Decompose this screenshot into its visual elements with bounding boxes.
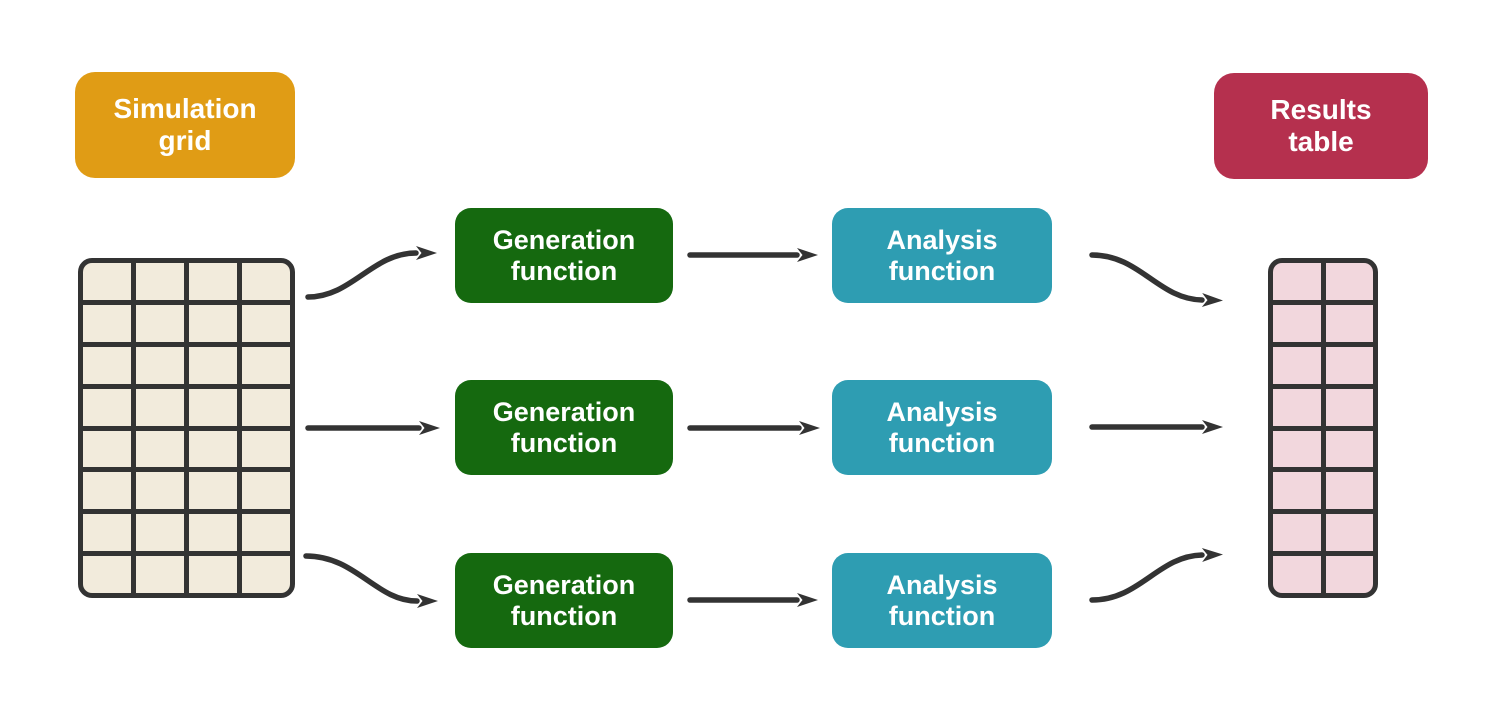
grid-cell: [242, 514, 290, 552]
generation-function-1-line2: function: [510, 255, 618, 286]
grid-cell: [136, 556, 184, 593]
simulation-grid: [78, 258, 295, 598]
grid-cell: [1273, 430, 1321, 468]
grid-cell: [189, 514, 237, 552]
grid-cell: [1325, 472, 1373, 510]
generation-function-2-line1: Generation: [492, 397, 636, 428]
grid-cell: [136, 514, 184, 552]
grid-cell: [242, 556, 290, 593]
generation-function-1: Generation function: [455, 208, 673, 303]
results-table: [1268, 258, 1378, 598]
results-table-label-line2: table: [1288, 126, 1354, 157]
generation-function-2-line2: function: [510, 427, 618, 458]
grid-cell: [189, 304, 237, 342]
analysis-function-1-line1: Analysis: [886, 225, 998, 256]
grid-cell: [1325, 556, 1373, 593]
grid-cell: [189, 556, 237, 593]
grid-cell: [242, 346, 290, 384]
simulation-grid-label: Simulation grid: [75, 72, 295, 178]
grid-cell: [1273, 472, 1321, 510]
generation-function-3-line2: function: [510, 600, 618, 631]
grid-cell: [1325, 514, 1373, 552]
grid-cell: [83, 430, 131, 468]
grid-cell: [1273, 388, 1321, 426]
analysis-function-2-line2: function: [888, 427, 996, 458]
grid-cell: [1273, 263, 1321, 300]
grid-cell: [83, 304, 131, 342]
grid-cell: [136, 388, 184, 426]
grid-cell: [189, 263, 237, 300]
generation-function-1-line1: Generation: [492, 225, 636, 256]
simulation-grid-label-line2: grid: [158, 125, 212, 156]
grid-cell: [189, 346, 237, 384]
grid-cell: [1273, 556, 1321, 593]
grid-cell: [1273, 346, 1321, 384]
grid-cell: [1325, 430, 1373, 468]
grid-cell: [83, 346, 131, 384]
grid-cell: [136, 472, 184, 510]
generation-function-2: Generation function: [455, 380, 673, 475]
generation-function-3: Generation function: [455, 553, 673, 648]
grid-cell: [1273, 514, 1321, 552]
grid-cell: [1273, 304, 1321, 342]
grid-cell: [189, 388, 237, 426]
grid-cell: [136, 430, 184, 468]
arrow-analysis-3-to-results: [1089, 548, 1223, 603]
grid-cell: [189, 472, 237, 510]
analysis-function-1-line2: function: [888, 255, 996, 286]
grid-cell: [1325, 346, 1373, 384]
arrow-analysis-1-to-results: [1089, 252, 1223, 307]
arrow-grid-to-generation-1: [305, 246, 437, 300]
grid-cell: [242, 430, 290, 468]
grid-cell: [242, 304, 290, 342]
analysis-function-2: Analysis function: [832, 380, 1052, 475]
grid-cell: [242, 263, 290, 300]
analysis-function-3: Analysis function: [832, 553, 1052, 648]
results-table-label-line1: Results: [1270, 93, 1372, 125]
analysis-function-1: Analysis function: [832, 208, 1052, 303]
generation-function-3-line1: Generation: [492, 570, 636, 601]
analysis-function-3-line1: Analysis: [886, 570, 998, 601]
grid-cell: [136, 304, 184, 342]
grid-cell: [83, 556, 131, 593]
analysis-function-3-line2: function: [888, 600, 996, 631]
grid-cell: [242, 472, 290, 510]
grid-cell: [1325, 388, 1373, 426]
grid-cell: [83, 472, 131, 510]
analysis-function-2-line1: Analysis: [886, 397, 998, 428]
grid-cell: [1325, 263, 1373, 300]
grid-cell: [83, 514, 131, 552]
grid-cell: [136, 346, 184, 384]
results-table-label: Results table: [1214, 73, 1428, 179]
grid-cell: [83, 263, 131, 300]
grid-cell: [83, 388, 131, 426]
simulation-grid-label-line1: Simulation: [113, 92, 257, 124]
grid-cell: [1325, 304, 1373, 342]
grid-cell: [189, 430, 237, 468]
arrow-grid-to-generation-3: [303, 553, 438, 608]
grid-cell: [136, 263, 184, 300]
grid-cell: [242, 388, 290, 426]
